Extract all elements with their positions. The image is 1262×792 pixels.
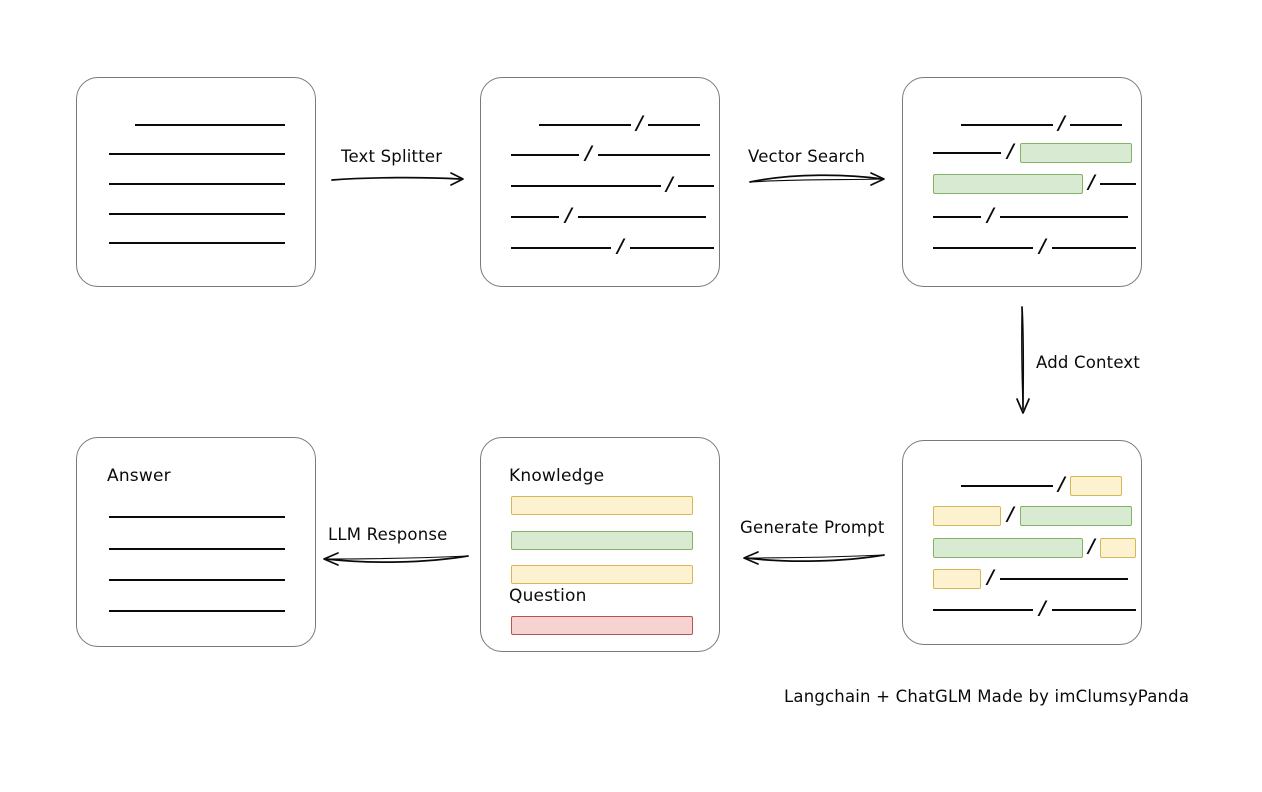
chunk-segment-highlight-green xyxy=(933,538,1083,558)
chunk-row: / xyxy=(933,504,1132,526)
chunk-segment xyxy=(961,124,1053,126)
chunk-segment xyxy=(511,185,661,187)
chunk-segment xyxy=(933,152,1001,154)
arrow-add-context xyxy=(1016,306,1030,414)
arrow-label-generate-prompt: Generate Prompt xyxy=(740,518,885,537)
context-chunk-lines: / / / / / xyxy=(903,441,1141,644)
chunk-segment xyxy=(1051,609,1136,611)
arrow-text-splitter xyxy=(331,172,464,186)
chunk-row: / xyxy=(511,174,714,193)
answer-line xyxy=(109,516,285,518)
chunk-slash: / xyxy=(1007,502,1014,525)
chunk-segment-highlight-green xyxy=(1019,143,1132,163)
chunk-segment xyxy=(1069,124,1122,126)
chunk-row: / xyxy=(933,236,1136,255)
chunk-slash: / xyxy=(617,234,624,257)
chunk-segment xyxy=(999,216,1128,218)
matched-chunk-lines: / / / / / xyxy=(903,78,1141,286)
chunk-segment xyxy=(1099,183,1136,185)
answer-line xyxy=(109,610,285,612)
chunk-row: / xyxy=(961,113,1122,132)
chunk-row: / xyxy=(933,536,1136,558)
chunk-slash: / xyxy=(1039,596,1046,619)
chunk-segment-highlight-yellow xyxy=(1099,538,1136,558)
question-bar xyxy=(511,616,693,635)
knowledge-bar xyxy=(511,531,693,550)
card-matched-chunks[interactable]: / / / / / xyxy=(902,77,1142,287)
knowledge-bar xyxy=(511,496,693,515)
chunk-segment xyxy=(597,154,710,156)
answer-line xyxy=(109,579,285,581)
chunk-row: / xyxy=(933,172,1136,194)
arrow-label-add-context: Add Context xyxy=(1036,353,1141,372)
doc-line xyxy=(109,183,285,185)
chunk-row: / xyxy=(511,143,710,162)
doc-line xyxy=(109,153,285,155)
knowledge-label: Knowledge xyxy=(509,466,605,486)
chunk-row: / xyxy=(539,113,700,132)
chunk-slash: / xyxy=(1058,472,1065,495)
chunk-segment xyxy=(933,216,981,218)
chunk-segment xyxy=(677,185,714,187)
chunk-segment xyxy=(511,247,611,249)
arrow-label-vector-search: Vector Search xyxy=(748,147,866,166)
doc-line xyxy=(109,242,285,244)
chunk-segment xyxy=(577,216,706,218)
chunk-segment-highlight-yellow xyxy=(933,569,981,589)
chunk-row: / xyxy=(933,205,1128,224)
answer-line xyxy=(109,548,285,550)
card-answer[interactable]: Answer xyxy=(76,437,316,647)
chunk-segment xyxy=(647,124,700,126)
chunk-segment xyxy=(933,609,1033,611)
chunk-slash: / xyxy=(1039,234,1046,257)
arrow-llm-response xyxy=(323,552,469,566)
diagram-caption: Langchain + ChatGLM Made by imClumsyPand… xyxy=(784,687,1190,706)
chunk-segment xyxy=(1051,247,1136,249)
chunk-row: / xyxy=(511,205,706,224)
question-label: Question xyxy=(509,586,587,606)
chunk-row: / xyxy=(961,474,1122,496)
doc-line xyxy=(109,213,285,215)
answer-label: Answer xyxy=(107,466,171,486)
chunk-slash: / xyxy=(1007,139,1014,162)
chunk-slash: / xyxy=(585,141,592,164)
source-document-lines xyxy=(77,78,315,286)
card-context-chunks[interactable]: / / / / / xyxy=(902,440,1142,645)
chunk-segment-highlight-yellow xyxy=(1069,476,1122,496)
arrow-label-llm-response: LLM Response xyxy=(328,525,448,544)
chunk-segment-highlight-green xyxy=(933,174,1083,194)
chunk-row: / xyxy=(933,598,1136,617)
chunk-slash: / xyxy=(565,203,572,226)
chunk-segment xyxy=(629,247,714,249)
chunk-row: / xyxy=(511,236,714,255)
card-source-document[interactable] xyxy=(76,77,316,287)
split-chunk-lines: / / / / / xyxy=(481,78,719,286)
doc-line xyxy=(135,124,285,126)
arrow-label-text-splitter: Text Splitter xyxy=(341,147,443,166)
arrow-vector-search xyxy=(749,172,885,186)
chunk-slash: / xyxy=(666,172,673,195)
chunk-segment-highlight-yellow xyxy=(933,506,1001,526)
chunk-segment-highlight-green xyxy=(1019,506,1132,526)
chunk-segment xyxy=(961,485,1053,487)
arrow-generate-prompt xyxy=(743,551,885,565)
card-split-chunks[interactable]: / / / / / xyxy=(480,77,720,287)
chunk-slash: / xyxy=(1058,111,1065,134)
chunk-slash: / xyxy=(1088,170,1095,193)
chunk-segment xyxy=(933,247,1033,249)
chunk-segment xyxy=(511,216,559,218)
chunk-row: / xyxy=(933,141,1132,163)
chunk-slash: / xyxy=(1088,534,1095,557)
knowledge-bar xyxy=(511,565,693,584)
chunk-row: / xyxy=(933,567,1128,589)
card-prompt[interactable]: Knowledge Question xyxy=(480,437,720,652)
chunk-slash: / xyxy=(987,565,994,588)
chunk-segment xyxy=(539,124,631,126)
chunk-slash: / xyxy=(636,111,643,134)
chunk-segment xyxy=(999,578,1128,580)
chunk-slash: / xyxy=(987,203,994,226)
chunk-segment xyxy=(511,154,579,156)
